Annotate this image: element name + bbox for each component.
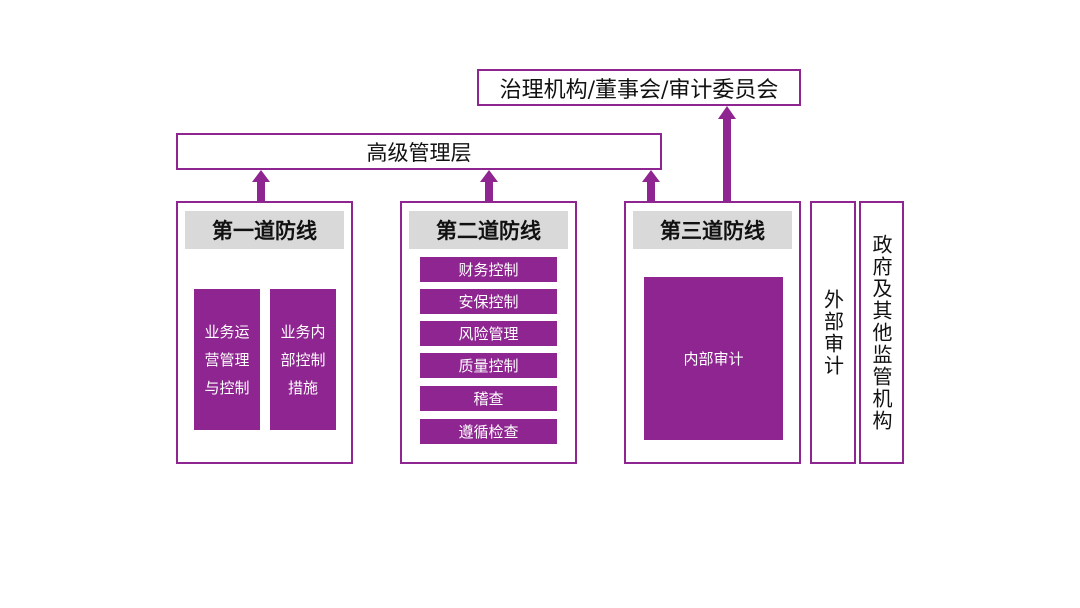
third-line-title: 第三道防线 bbox=[633, 211, 792, 249]
third-line-panel: 第三道防线 内部审计 bbox=[624, 201, 801, 464]
arrow-line3-senior-shaft bbox=[647, 180, 655, 202]
line1-item-business-operations: 业务运 营管理 与控制 bbox=[194, 289, 260, 430]
arrow-line1-head bbox=[252, 170, 270, 182]
line2-item-inspection: 稽查 bbox=[420, 386, 557, 411]
line2-item-risk: 风险管理 bbox=[420, 321, 557, 346]
first-line-title: 第一道防线 bbox=[185, 211, 344, 249]
line2-item-quality: 质量控制 bbox=[420, 353, 557, 378]
line1-item-internal-control: 业务内 部控制 措施 bbox=[270, 289, 336, 430]
line3-item-internal-audit: 内部审计 bbox=[644, 277, 783, 440]
arrow-line2-head bbox=[480, 170, 498, 182]
regulators-box: 政府及其他监管机构 bbox=[859, 201, 904, 464]
senior-management-label: 高级管理层 bbox=[366, 140, 472, 165]
external-audit-box: 外部审计 bbox=[810, 201, 856, 464]
first-line-panel: 第一道防线 业务运 营管理 与控制 业务内 部控制 措施 bbox=[176, 201, 353, 464]
regulators-label: 政府及其他监管机构 bbox=[869, 233, 893, 432]
line2-item-security: 安保控制 bbox=[420, 289, 557, 314]
governance-label: 治理机构/董事会/审计委员会 bbox=[499, 77, 779, 103]
governance-box: 治理机构/董事会/审计委员会 bbox=[477, 69, 801, 106]
external-audit-label: 外部审计 bbox=[820, 288, 845, 377]
arrow-line2-shaft bbox=[485, 180, 493, 202]
senior-management-box: 高级管理层 bbox=[176, 133, 662, 170]
line2-item-compliance: 遵循检查 bbox=[420, 419, 557, 444]
arrow-line3-governance-head bbox=[718, 106, 736, 119]
arrow-line1-shaft bbox=[257, 180, 265, 202]
second-line-panel: 第二道防线 财务控制 安保控制 风险管理 质量控制 稽查 遵循检查 bbox=[400, 201, 577, 464]
second-line-title: 第二道防线 bbox=[409, 211, 568, 249]
line2-item-finance: 财务控制 bbox=[420, 257, 557, 282]
arrow-line3-governance-shaft bbox=[723, 117, 731, 202]
arrow-line3-senior-head bbox=[642, 170, 660, 182]
